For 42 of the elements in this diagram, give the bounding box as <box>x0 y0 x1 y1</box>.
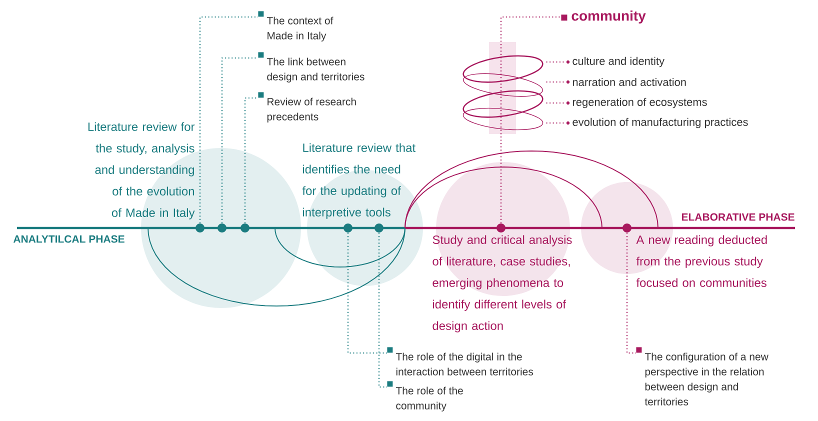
node-label: The link between design and territories <box>266 58 364 82</box>
bullet-item: regeneration of ecosystems <box>566 98 707 108</box>
phase-label: ELABORATIVE PHASE <box>682 213 794 221</box>
node-label: Review of research precedents <box>267 98 356 122</box>
leader-line <box>199 16 258 224</box>
timeline-dot <box>240 224 250 232</box>
leader-line <box>347 232 387 354</box>
node-label: The configuration of a new perspective in the relation between design and territories <box>644 352 768 406</box>
phase-label: ANALYTILCAL PHASE <box>13 235 124 243</box>
bullet-item: Review of research precedents <box>258 92 356 122</box>
timeline-dot <box>622 224 632 232</box>
bullet-item: The role of the digital in the interaction between territories <box>387 347 534 376</box>
description-text: A new reading deducted from the previous study focused on communities <box>636 235 767 287</box>
bullet-item: evolution of manufacturing practices <box>566 118 748 128</box>
timeline-dot <box>374 224 384 232</box>
timeline-dot <box>496 224 506 232</box>
bullet-item: culture and identity <box>566 56 664 68</box>
heading-item: community <box>561 10 646 24</box>
node-label: The role of the digital in the interaction between territories <box>396 352 534 376</box>
node-label: The role of the community <box>396 386 463 412</box>
leader-line <box>244 97 258 224</box>
node-label: The context of Made in Italy <box>266 16 334 42</box>
leader-line <box>378 232 387 388</box>
bullet-item: narration and activation <box>566 78 686 86</box>
leader-line <box>626 232 636 354</box>
spiral-drawing <box>462 42 544 134</box>
leader-line <box>546 102 566 104</box>
bullet-item: The role of the community <box>387 381 463 412</box>
leader-line <box>221 57 258 224</box>
description-text: Literature review that identifies the need for the updating of interpretive tools <box>302 143 416 219</box>
description-text: Study and critical analysis of literature, case studies, emerging phenomena to identify different levels of design action <box>432 235 572 332</box>
leader-line <box>546 122 566 124</box>
description-text: Literature review for the study, analysis and understanding of the evolution of Made in Italy <box>88 122 195 220</box>
bullet-item: The configuration of a new perspective in the relation between design and territories <box>636 347 768 406</box>
leader-line <box>546 61 566 63</box>
timeline-dot <box>218 224 226 232</box>
leader-line <box>546 81 566 83</box>
timeline-dot <box>196 224 204 232</box>
timeline-dot <box>344 224 352 232</box>
bullet-item: The link between design and territories <box>258 52 364 82</box>
bullet-item: The context of Made in Italy <box>258 11 334 42</box>
leader-line <box>500 16 561 224</box>
